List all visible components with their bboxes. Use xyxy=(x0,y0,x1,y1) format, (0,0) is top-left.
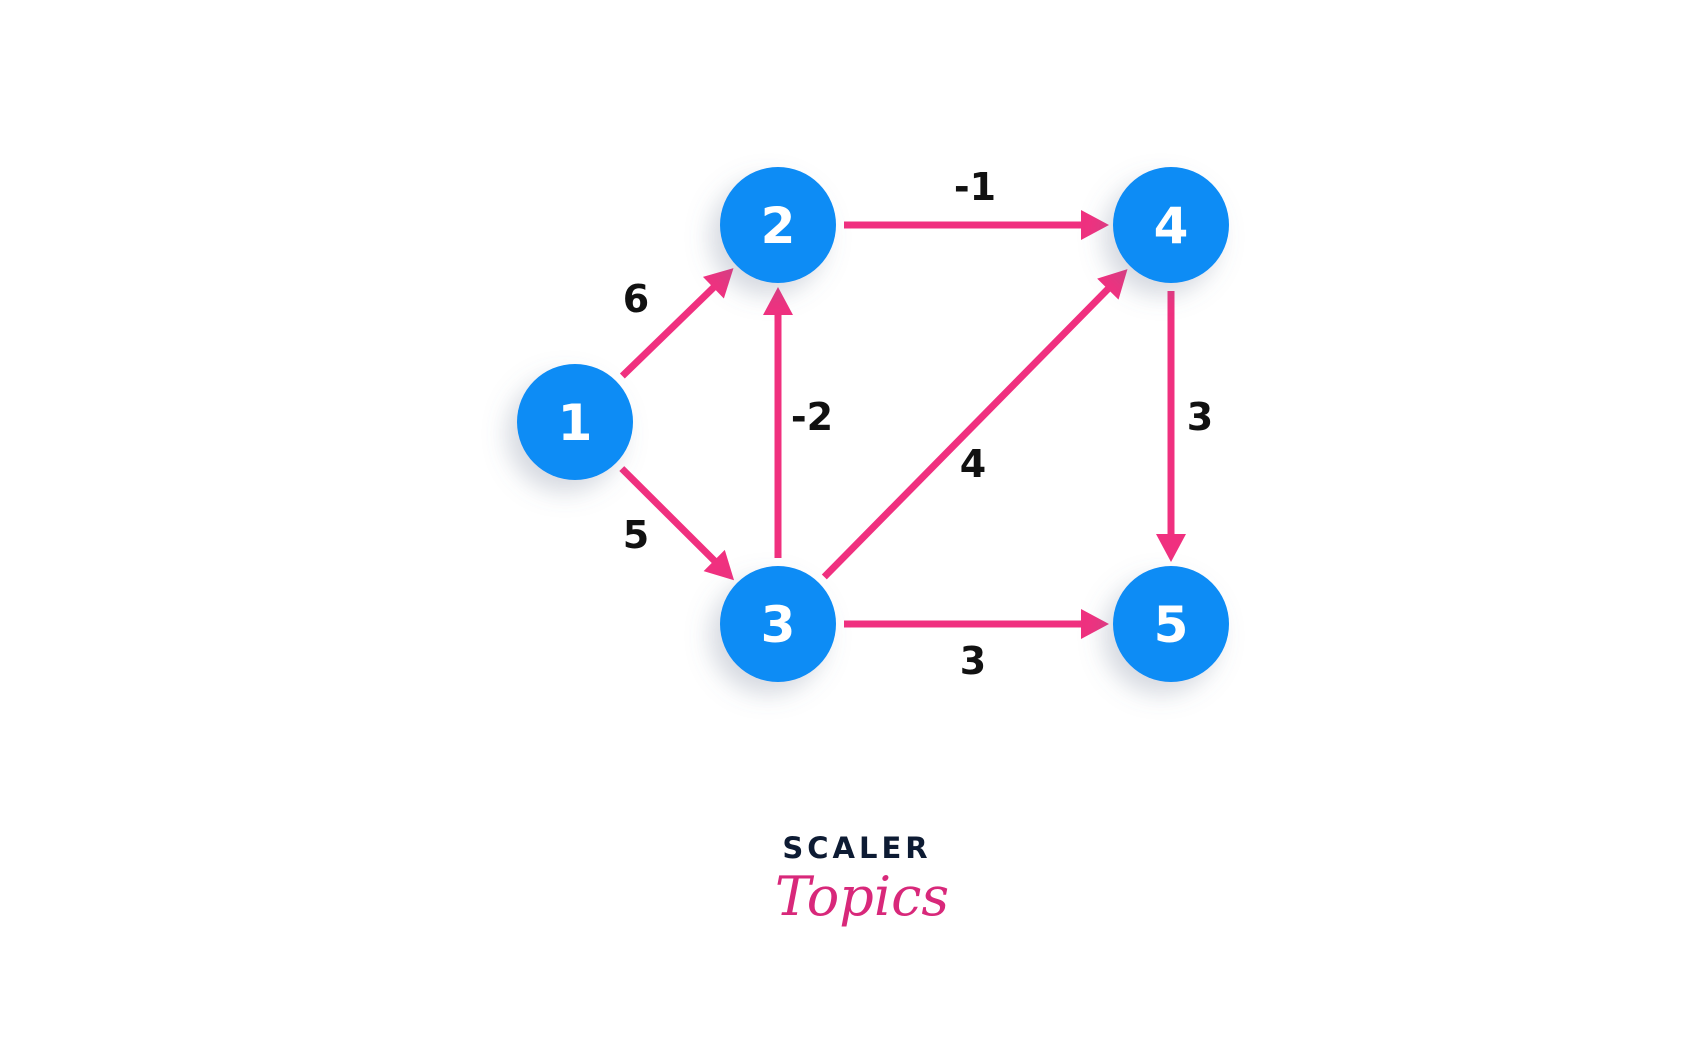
edge-weight-3-4: 4 xyxy=(960,442,986,486)
node-label-2: 2 xyxy=(761,197,796,255)
node-circle-2 xyxy=(720,167,836,283)
node-label-1: 1 xyxy=(558,394,593,452)
edge-1-3: 5 xyxy=(619,466,735,581)
node-5: 5 xyxy=(1113,566,1229,682)
edges-layer: 6 5 -2 -1 4 3 3 xyxy=(619,165,1213,683)
edge-arrowhead-3-4 xyxy=(1097,269,1128,300)
node-circle-4 xyxy=(1113,167,1229,283)
edge-arrowhead-3-5 xyxy=(1081,609,1109,639)
edge-line-1-3 xyxy=(619,466,719,565)
edge-weight-2-4: -1 xyxy=(954,165,996,209)
edge-2-4: -1 xyxy=(844,165,1109,240)
edge-arrowhead-2-4 xyxy=(1081,210,1109,240)
node-label-5: 5 xyxy=(1154,596,1189,654)
node-circle-5 xyxy=(1113,566,1229,682)
nodes-layer: 1 2 3 4 5 xyxy=(517,167,1229,682)
node-circle-1 xyxy=(517,364,633,480)
edge-arrowhead-3-2 xyxy=(763,287,793,315)
logo-wordmark-bottom: Topics xyxy=(775,865,949,928)
node-3: 3 xyxy=(720,566,836,682)
node-4: 4 xyxy=(1113,167,1229,283)
edge-weight-1-3: 5 xyxy=(623,513,649,557)
edge-weight-3-2: -2 xyxy=(791,395,833,439)
edge-line-1-2 xyxy=(619,283,718,379)
node-2: 2 xyxy=(720,167,836,283)
edge-arrowhead-4-5 xyxy=(1156,534,1186,562)
edge-weight-1-2: 6 xyxy=(623,277,649,321)
logo-wordmark-top: SCALER xyxy=(782,831,931,865)
edge-3-2: -2 xyxy=(763,287,833,558)
edge-arrowhead-1-3 xyxy=(703,549,735,581)
edge-3-4: 4 xyxy=(821,269,1128,580)
node-label-3: 3 xyxy=(761,596,796,654)
edge-line-3-4 xyxy=(821,285,1112,580)
edge-weight-3-5: 3 xyxy=(960,639,986,683)
scaler-topics-logo: SCALER Topics xyxy=(775,831,949,928)
node-1: 1 xyxy=(517,364,633,480)
edge-weight-4-5: 3 xyxy=(1187,395,1213,439)
node-circle-3 xyxy=(720,566,836,682)
edge-1-2: 6 xyxy=(619,268,734,379)
edge-arrowhead-1-2 xyxy=(702,268,734,299)
edge-3-5: 3 xyxy=(844,609,1109,683)
edge-4-5: 3 xyxy=(1156,291,1213,562)
node-label-4: 4 xyxy=(1154,197,1189,255)
